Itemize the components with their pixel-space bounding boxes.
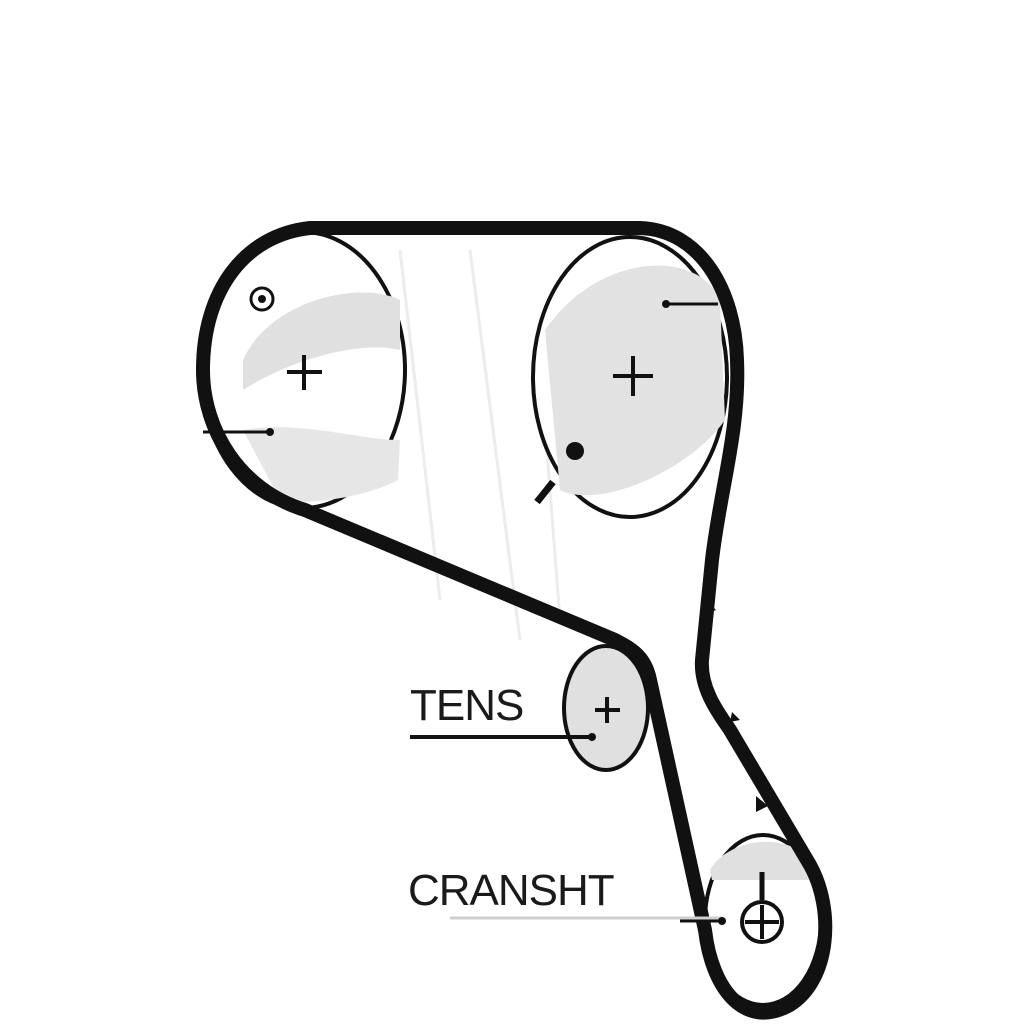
tensioner-pulley <box>562 644 650 772</box>
crankshaft-label: CRANSHT <box>408 866 614 915</box>
timing-belt <box>196 221 833 1020</box>
right-camshaft-pulley <box>531 235 729 519</box>
center-cross-icon <box>595 697 620 723</box>
crankshaft-pulley <box>703 833 823 1007</box>
left-camshaft-pulley <box>199 230 407 510</box>
center-cross-icon <box>613 356 653 396</box>
reference-mark <box>534 479 556 505</box>
timing-mark-icon <box>249 286 275 312</box>
tensioner-callout: TENS <box>410 681 596 741</box>
tensioner-label: TENS <box>410 681 523 730</box>
center-cross-circle-icon <box>740 872 784 944</box>
belt-direction-marks <box>706 600 768 812</box>
timing-mark-icon <box>566 442 584 460</box>
crankshaft-callout: CRANSHT <box>408 866 726 925</box>
center-cross-icon <box>287 355 322 390</box>
pointer-line <box>662 300 718 308</box>
